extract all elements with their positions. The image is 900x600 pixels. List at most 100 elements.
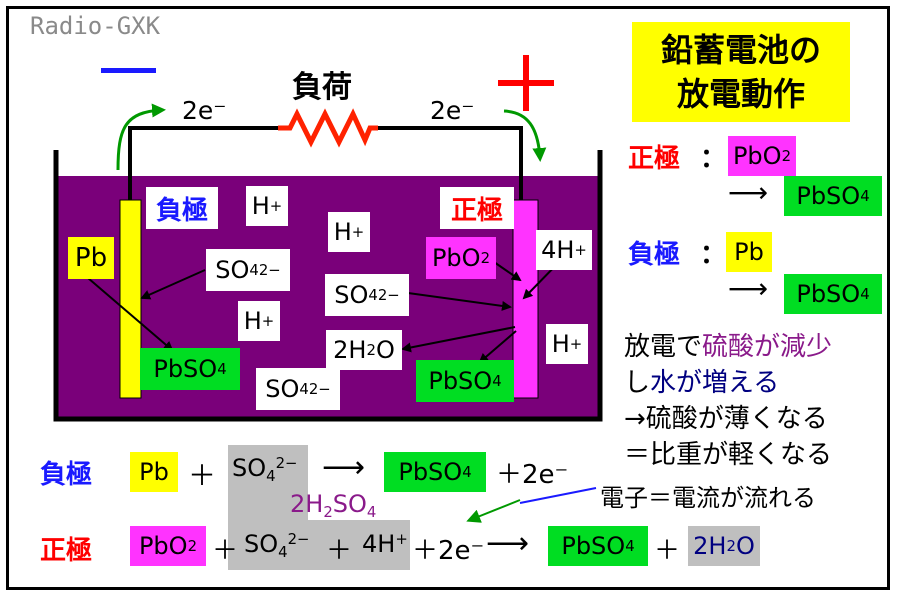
note-2a: し [624, 368, 651, 398]
pbso4-main: PbSO [153, 355, 218, 383]
load-resistor [278, 108, 378, 148]
h4-main: 4H [541, 236, 575, 264]
h-main: H [333, 218, 352, 246]
current-note: 電子＝電流が流れる [600, 484, 816, 512]
legend-positive-label: 正極 [628, 144, 681, 174]
legend-colon-pos: ： [700, 144, 727, 174]
positive-electrode [512, 199, 539, 399]
h4-sup: + [395, 529, 408, 548]
h2so4-sub2: 4 [366, 503, 377, 522]
load-label: 負荷 [292, 70, 352, 105]
title-line2: 放電動作 [676, 75, 805, 113]
eq-neg-arrow: ⟶ [322, 450, 366, 485]
eq-positive-label: 正極 [40, 536, 93, 566]
arrow-pbo2-to-pos [493, 261, 522, 282]
so4-sub: 4 [266, 467, 276, 486]
battery-container [53, 150, 603, 422]
eq-pos-so4: SO42− [244, 529, 310, 560]
eq-pos-plus2: ＋ [326, 536, 353, 566]
h2o-pre: 2H [333, 336, 367, 364]
note-line-3: →硫酸が薄くなる [624, 404, 828, 434]
so4-4h-gray-box [228, 520, 410, 570]
so4-main: SO [334, 281, 369, 309]
h2so4-label: 2H2SO4 [290, 490, 377, 522]
h4-main: 4H [362, 530, 396, 558]
cell-h-ion-4: H+ [546, 324, 588, 364]
cell-4h-ion: 4H+ [536, 230, 592, 270]
external-wire [128, 126, 523, 200]
legend-arrow-pos: ⟶ [728, 176, 769, 209]
electron-label-right: 2e⁻ [430, 96, 475, 125]
eq-pos-electrons: ＋2e⁻ [412, 536, 485, 566]
h-main: H [251, 192, 270, 220]
h2o-post: O [375, 336, 395, 364]
arrow-pos-to-h2o [401, 326, 516, 353]
pbso4-main: PbSO [398, 458, 463, 486]
arrow-pb-to-pbso4 [87, 277, 174, 352]
legend-arrow-neg: ⟶ [728, 272, 769, 305]
note-1b: 硫酸が減少 [702, 332, 833, 362]
so4-main: SO [265, 375, 300, 403]
note-2b: 水が増える [650, 368, 780, 398]
cell-pbo2-main: PbO [431, 244, 481, 272]
h2o-post: O [735, 532, 755, 560]
negative-electrode [119, 199, 142, 399]
eq-pos-plus3: ＋ [654, 536, 681, 566]
current-arrow [466, 499, 521, 523]
pbo2-main: PbO [138, 532, 188, 560]
legend-colon-neg: ： [700, 240, 727, 270]
outer-frame [6, 6, 890, 590]
so4-sup: 2− [287, 529, 310, 548]
h-main: H [243, 307, 262, 335]
title-box: 鉛蓄電池の 放電動作 [632, 22, 850, 122]
watermark: Radio-GXK [30, 12, 161, 40]
note-1a: 放電で [624, 332, 703, 362]
pbo2-main: PbO [732, 142, 782, 170]
so4-main: SO [215, 256, 250, 284]
arrow-pos-to-pbso4 [478, 330, 517, 364]
eq-neg-pb: Pb [130, 452, 178, 492]
arrow-so4-to-pos [407, 292, 512, 311]
pbso4-main: PbSO [796, 182, 861, 210]
electron-arrow-right [503, 109, 547, 162]
so4-sup: 2− [275, 453, 298, 472]
eq-pos-4h: 4H+ [362, 530, 408, 558]
pbso4-main: PbSO [428, 367, 493, 395]
pbso4-main: PbSO [796, 280, 861, 308]
so4-main: SO [232, 454, 267, 482]
h2so4-sub1: 2 [323, 503, 333, 522]
plus-terminal-vertical [523, 55, 529, 111]
eq-neg-so4: SO42− [232, 453, 298, 486]
note-line-1: 放電で硫酸が減少 [624, 326, 832, 363]
note-line-4: ＝比重が軽くなる [624, 440, 833, 470]
so4-main: SO [244, 530, 279, 558]
cell-h-ion-3: H+ [238, 301, 280, 341]
h2so4-pre: 2H [290, 490, 324, 518]
h2so4-mid: SO [332, 490, 367, 518]
h-main: H [551, 330, 570, 358]
eq-neg-electrons: ＋2e⁻ [496, 460, 569, 490]
cell-h-ion-2: H+ [328, 212, 370, 252]
h2o-pre: 2H [693, 532, 727, 560]
electron-arrow-left [116, 103, 166, 171]
eq-pos-plus1: ＋ [212, 536, 239, 566]
arrow-so4-to-neg [140, 269, 206, 300]
note-line-2: し水が増える [624, 362, 779, 399]
cell-pb-box: Pb [68, 237, 114, 279]
cell-h-ion-1: H+ [246, 186, 288, 226]
cell-negative-label: 負極 [146, 187, 218, 229]
legend-negative-label: 負極 [628, 240, 681, 270]
minus-terminal-sign [101, 68, 156, 73]
